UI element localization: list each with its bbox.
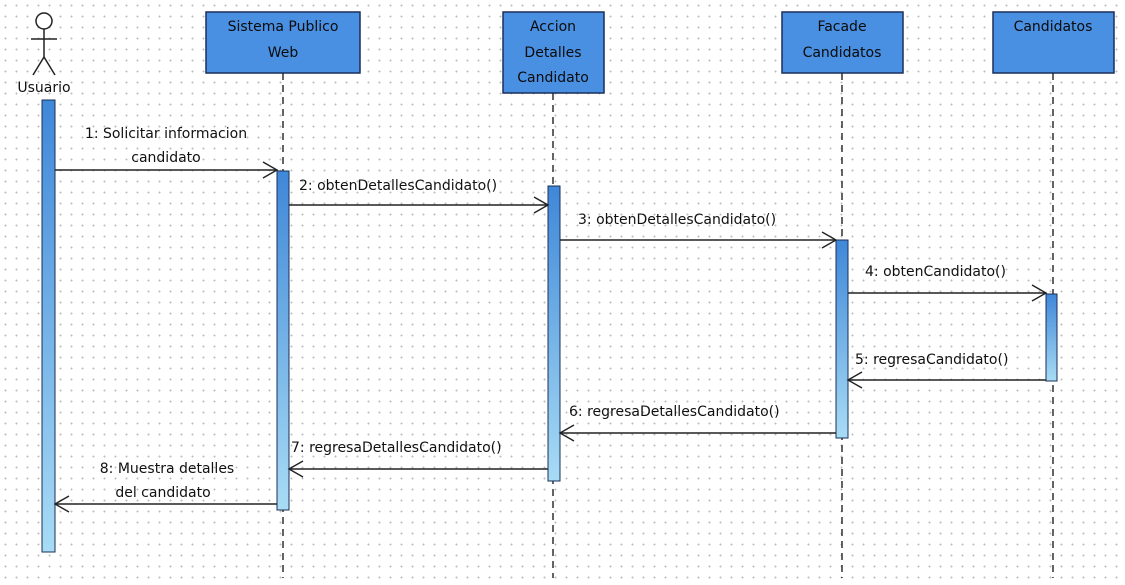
arrowhead-icon	[821, 231, 838, 249]
participant-sistema-publico-web: Sistema Publico Web	[205, 11, 361, 74]
arrowhead-icon	[262, 161, 279, 179]
message-7-label: 7: regresaDetallesCandidato()	[291, 440, 502, 456]
message-5-label: 5: regresaCandidato()	[855, 352, 1008, 368]
message-3-label: 3: obtenDetallesCandidato()	[578, 212, 776, 228]
arrowhead-icon	[287, 460, 304, 478]
participant-box	[781, 11, 904, 74]
arrowhead-icon	[846, 371, 863, 389]
participant-label-line-2: Detalles	[524, 45, 581, 61]
message-1-label-line-1: 1: Solicitar informacion	[85, 126, 247, 142]
activation-bar-sistema	[276, 170, 290, 511]
participant-label-line-1: Accion	[530, 19, 576, 35]
participant-label-line-1: Sistema Publico	[228, 19, 339, 35]
message-8-label-line-1: 8: Muestra detalles	[100, 461, 234, 477]
message-labels: 1: Solicitar informacion candidato 2: ob…	[85, 126, 1009, 501]
participant-label-line-2: Candidatos	[803, 45, 882, 61]
participant-facade-candidatos: Facade Candidatos	[781, 11, 904, 74]
participant-label-line-1: Candidatos	[1014, 19, 1093, 35]
participant-candidatos: Candidatos	[992, 11, 1115, 74]
activation-bars	[41, 99, 1058, 553]
actor-label: Usuario	[17, 80, 70, 96]
message-2-label: 2: obtenDetallesCandidato()	[299, 178, 497, 194]
participant-label-line-1: Facade	[817, 19, 866, 35]
activation-bar-accion	[547, 185, 561, 482]
message-1-label-line-2: candidato	[131, 150, 200, 166]
stick-figure-icon	[31, 12, 57, 76]
arrowhead-icon	[1031, 284, 1048, 302]
activation-bar-facade	[835, 239, 849, 439]
activation-bar-candidatos	[1045, 293, 1058, 382]
participant-box	[992, 11, 1115, 74]
message-8-label-line-2: del candidato	[115, 485, 210, 501]
participant-label-line-2: Web	[268, 45, 299, 61]
lifelines	[282, 73, 1054, 578]
participant-accion-detalles-candidato: Accion Detalles Candidato	[502, 11, 605, 94]
arrowhead-icon	[533, 196, 550, 214]
participant-box	[502, 11, 605, 94]
arrowhead-icon	[53, 495, 70, 513]
message-6-label: 6: regresaDetallesCandidato()	[569, 404, 780, 420]
message-4-label: 4: obtenCandidato()	[865, 264, 1006, 280]
participant-label-line-3: Candidato	[517, 70, 589, 86]
messages	[53, 161, 1048, 513]
activation-bar-usuario	[41, 99, 56, 553]
participant-box	[205, 11, 361, 74]
actor-usuario: Usuario	[17, 12, 71, 96]
arrowhead-icon	[558, 424, 575, 442]
